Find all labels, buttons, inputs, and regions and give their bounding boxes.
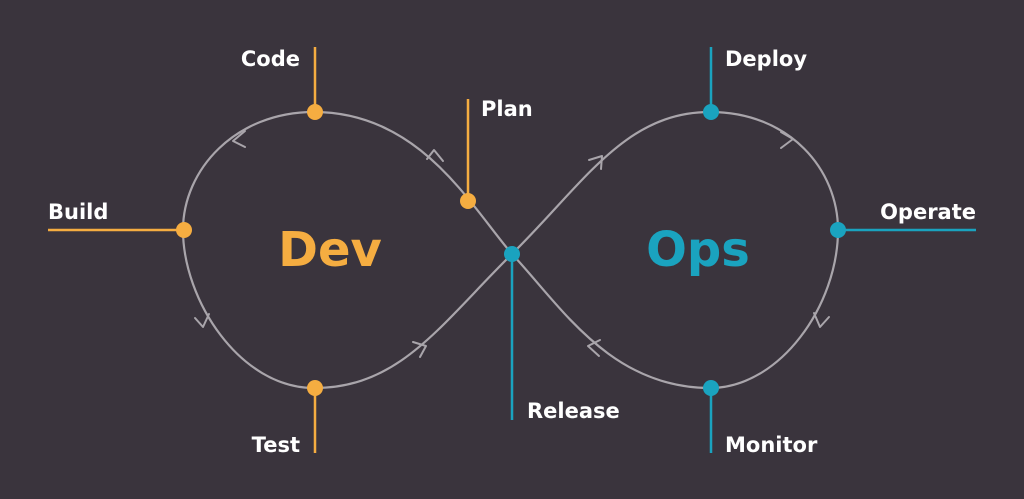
arrow-chevron-icon [232,130,246,148]
arrow-chevron-icon [587,339,601,357]
code-dot [307,104,323,120]
operate-dot [830,222,846,238]
stage-label-release: Release [527,399,620,423]
arrow-chevron-icon [194,313,210,328]
stage-label-test: Test [252,433,300,457]
monitor-dot [703,380,719,396]
arrow-chevron-icon [588,155,603,170]
stage-label-code: Code [241,47,300,71]
ops-label: Ops [646,222,750,278]
arrow-chevron-icon [426,149,444,162]
test-dot [307,380,323,396]
arrow-chevron-icon [780,131,794,149]
build-dot [176,222,192,238]
arrow-chevron-icon [412,341,427,358]
dev-label: Dev [278,222,382,278]
stage-label-deploy: Deploy [725,47,807,71]
deploy-dot [703,104,719,120]
release-dot [504,246,520,262]
plan-dot [460,193,476,209]
stage-label-monitor: Monitor [725,433,818,457]
stage-label-operate: Operate [880,200,976,224]
arrow-chevron-icon [813,312,830,328]
stage-label-plan: Plan [481,97,533,121]
stage-label-build: Build [48,200,108,224]
